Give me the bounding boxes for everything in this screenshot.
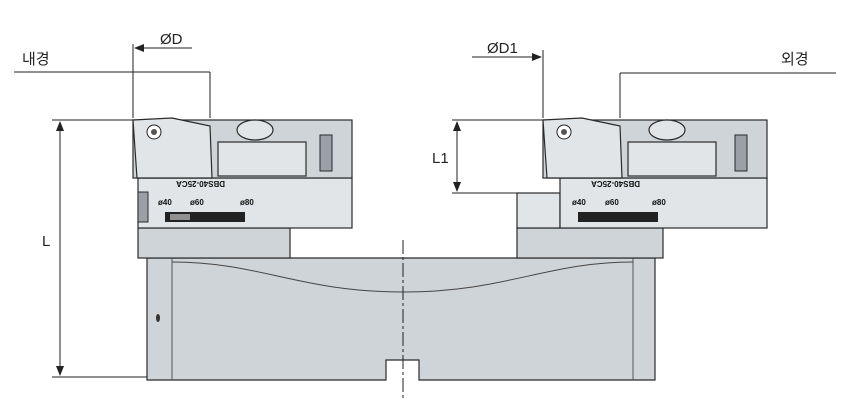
- scale-mark: ø40: [572, 198, 586, 207]
- dimension-label: ØD1: [487, 40, 518, 57]
- dimension-L1: L1: [432, 119, 543, 194]
- scale-mark: ø60: [605, 198, 619, 207]
- dimension-label: ØD: [160, 31, 183, 48]
- dimension-D: ØD 내경: [14, 31, 211, 118]
- scale-mark: ø40: [158, 198, 172, 207]
- cutting-insert-left: [132, 117, 213, 179]
- base-body: [146, 257, 656, 381]
- dimension-D1: ØD1 외경: [472, 40, 836, 118]
- inner-diameter-label: 내경: [22, 51, 50, 68]
- scale-mark: ø80: [652, 198, 666, 207]
- outer-diameter-label: 외경: [781, 51, 809, 68]
- dimension-L: L: [42, 119, 147, 378]
- dimension-label: L1: [432, 150, 449, 167]
- right-boring-head: DBS40-25CA ø40 ø60 ø80: [516, 117, 768, 259]
- model-label-left: DBS40-25CA: [176, 179, 225, 188]
- dimension-label: L: [42, 233, 50, 250]
- cutting-insert-right: [542, 117, 623, 179]
- scale-mark: ø60: [190, 198, 204, 207]
- scale-mark: ø80: [240, 198, 254, 207]
- left-boring-head: DBS40-25CA ø40 ø60 ø80: [132, 117, 353, 259]
- model-label-right: DBS40-25CA: [591, 179, 640, 188]
